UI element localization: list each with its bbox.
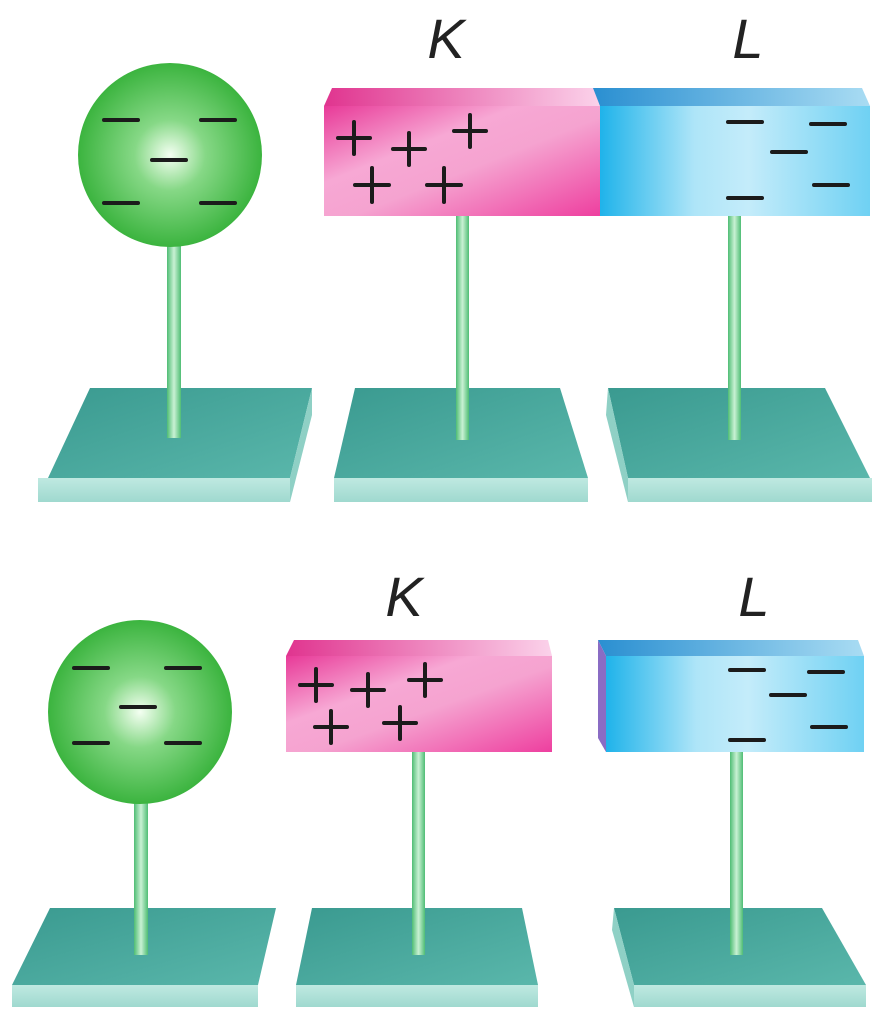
plus-sign	[391, 131, 427, 167]
stem-rod-l	[730, 752, 743, 955]
plus-sign	[382, 705, 418, 741]
rod-k	[286, 640, 552, 752]
stem-sphere	[134, 795, 148, 955]
stem-rod-k	[412, 752, 425, 955]
charged-sphere	[48, 620, 232, 804]
rod-k	[324, 88, 600, 216]
panel-top: K L	[38, 7, 872, 502]
panel-bottom: K L	[12, 565, 866, 1007]
plus-sign	[452, 113, 488, 149]
plus-sign	[298, 667, 334, 703]
sphere-charges	[102, 118, 237, 205]
rod-l-charges	[728, 668, 848, 742]
rod-k-label: K	[427, 7, 467, 70]
plus-sign	[353, 166, 391, 204]
stem-rod-l	[728, 212, 741, 440]
stem-rod-k	[456, 212, 469, 440]
plus-sign	[425, 166, 463, 204]
plus-sign	[313, 709, 349, 745]
sphere-charges	[72, 666, 202, 745]
rod-l-label: L	[732, 7, 763, 70]
plus-sign	[336, 120, 372, 156]
rod-k-label: K	[385, 565, 425, 628]
plus-sign	[407, 662, 443, 698]
charged-sphere	[78, 63, 262, 247]
rod-l-charges	[726, 120, 850, 200]
rod-k-charges	[336, 113, 488, 204]
stem-sphere	[167, 240, 181, 438]
rod-l	[598, 640, 864, 752]
plus-sign	[350, 672, 386, 708]
rod-k-charges	[298, 662, 443, 745]
rod-l-label: L	[738, 565, 769, 628]
